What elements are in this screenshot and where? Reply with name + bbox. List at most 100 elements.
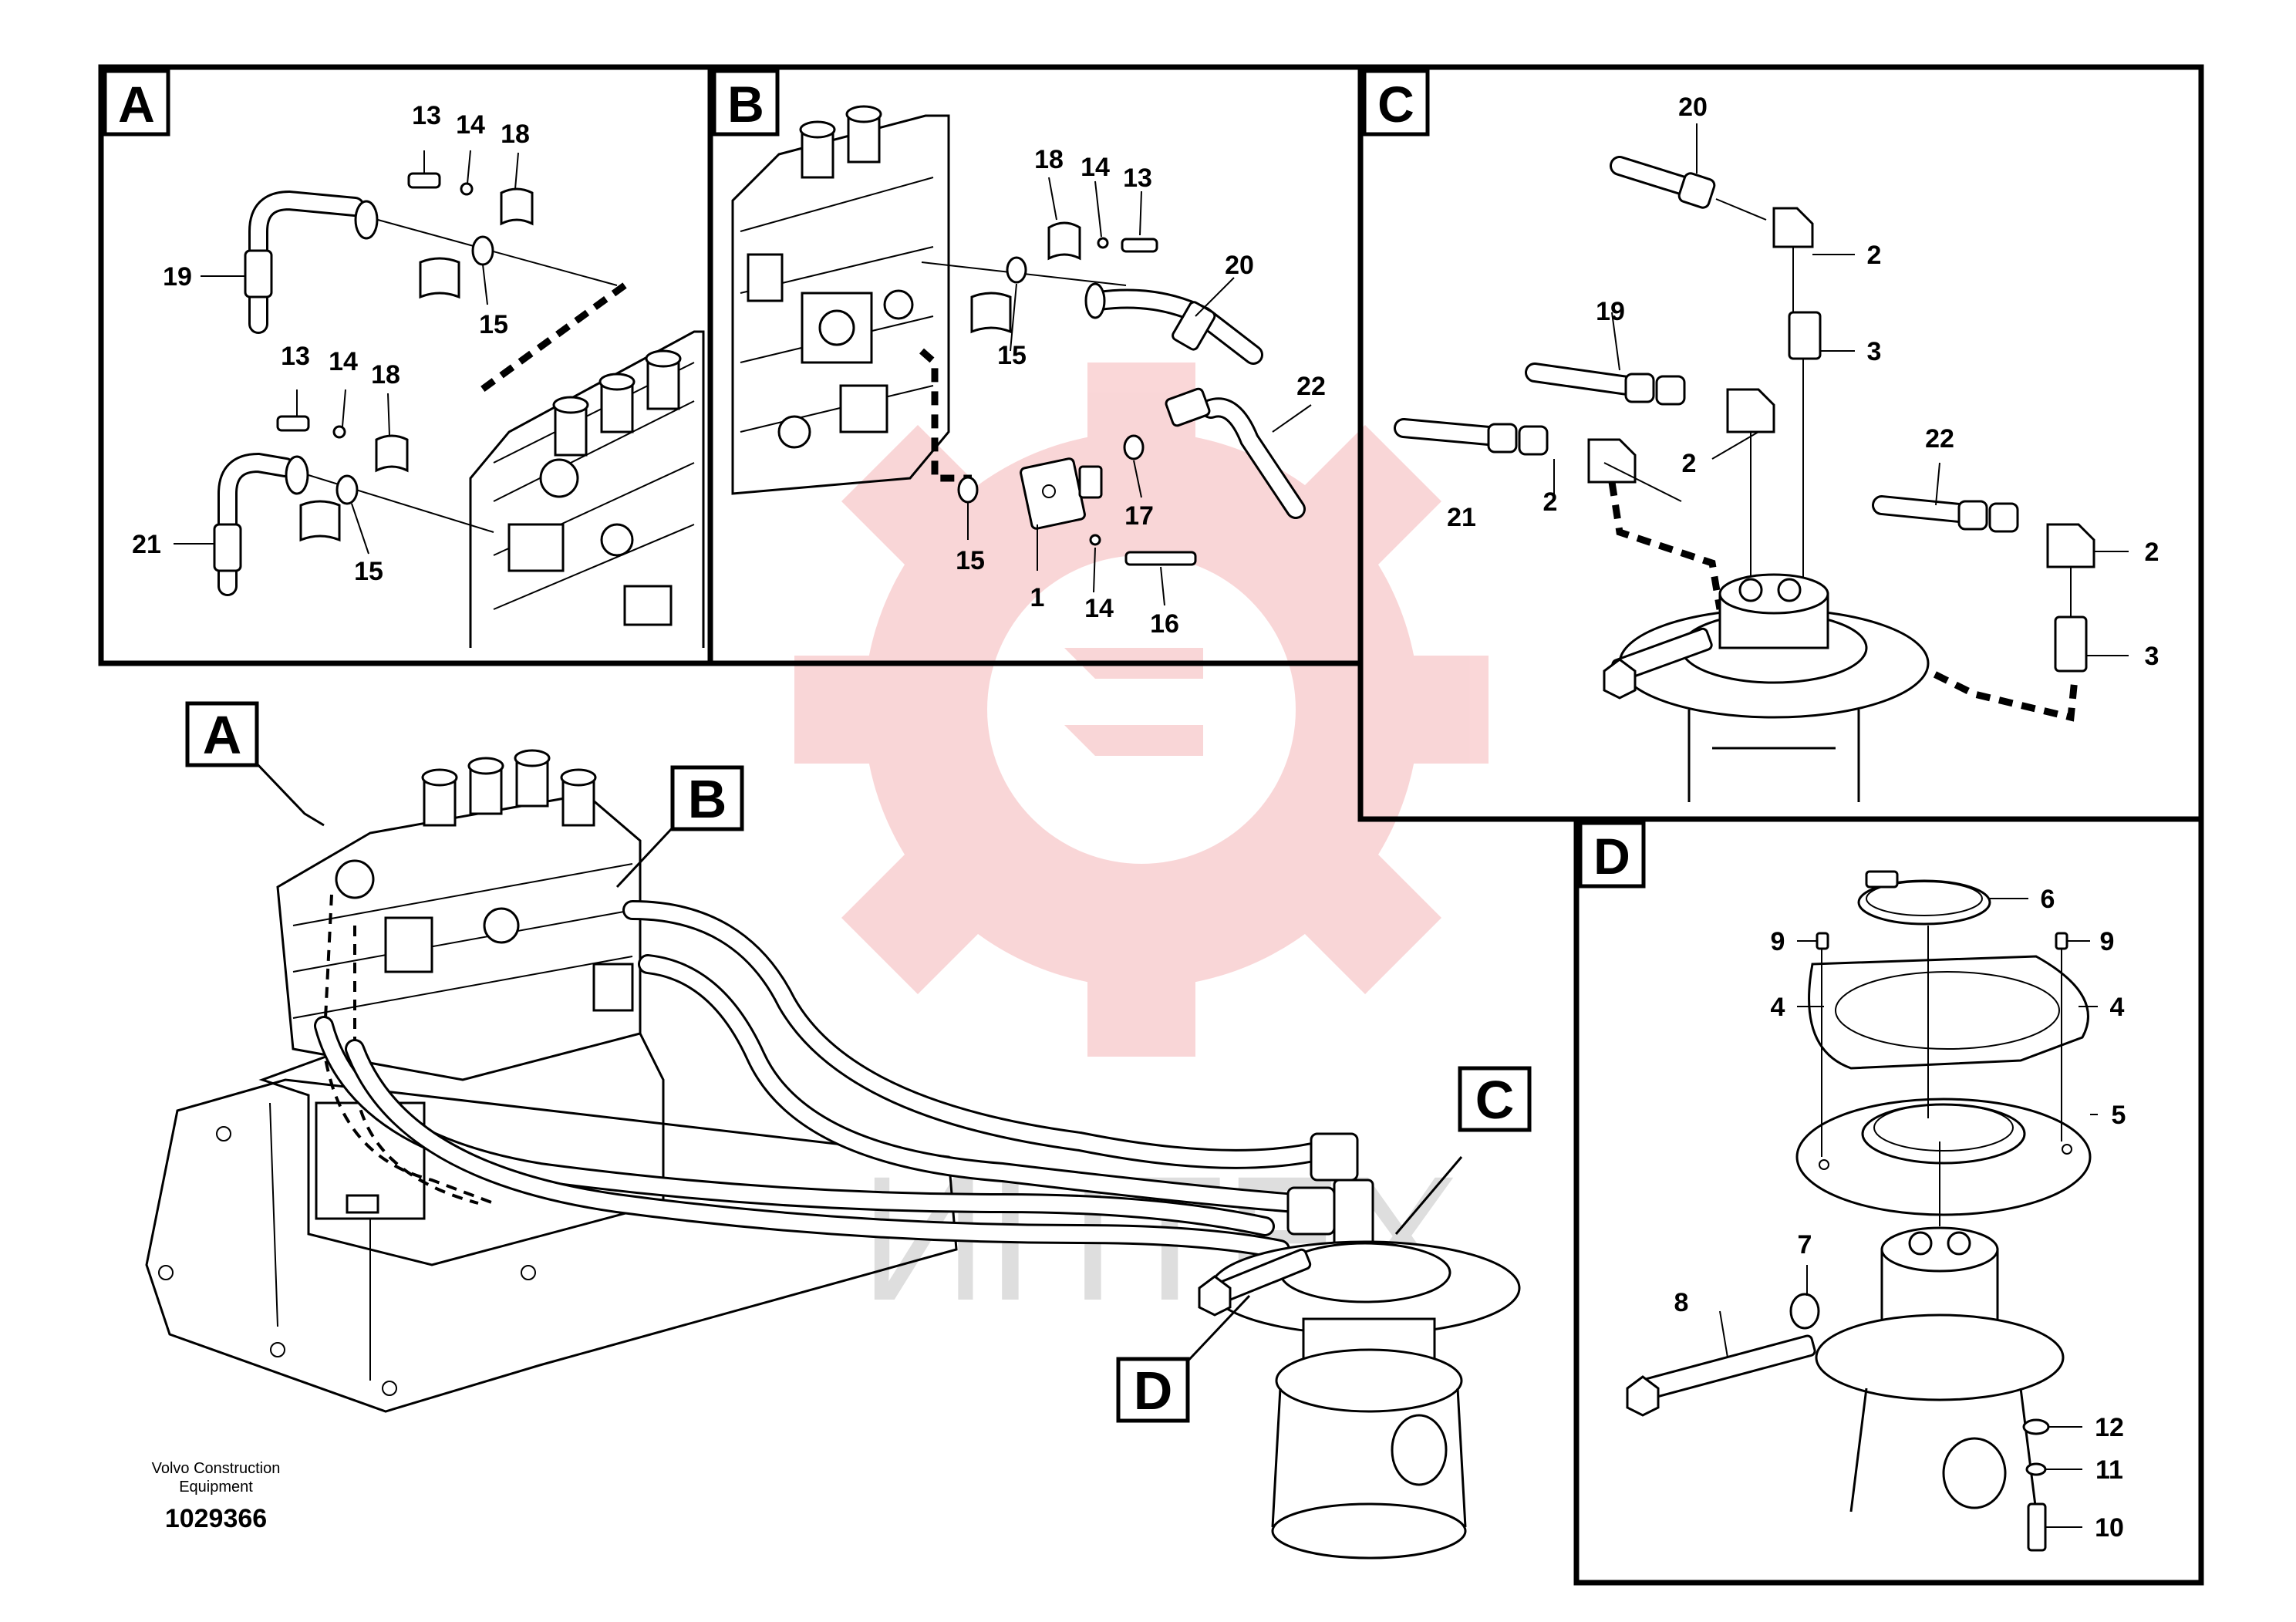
panel-d-label-4-right: 4 xyxy=(2110,993,2125,1022)
callout-b: B xyxy=(615,765,744,889)
panel-b-letter: B xyxy=(727,76,764,133)
panel-d-label-9-right: 9 xyxy=(2100,927,2115,956)
panel-d-label-7: 7 xyxy=(1798,1230,1812,1259)
footer-block: Volvo Construction Equipment 1029366 xyxy=(152,1460,281,1533)
control-valve-block xyxy=(276,749,642,1081)
panel-d-label-4-left: 4 xyxy=(1771,993,1785,1022)
callout-a-letter: A xyxy=(203,705,242,765)
swivel-body-d xyxy=(1815,1226,2065,1512)
panel-a-label-19: 19 xyxy=(163,262,192,292)
callout-c: C xyxy=(1394,1066,1532,1235)
panel-c-label-3-lower: 3 xyxy=(2145,642,2159,671)
callout-a-box xyxy=(185,701,259,767)
callout-b-letter: B xyxy=(688,769,727,829)
panel-d-tag xyxy=(1578,821,1646,889)
panel-c-label-2-top: 2 xyxy=(1867,241,1882,270)
hose-19-c xyxy=(1525,363,1775,433)
panel-d-drawing: 6 9 9 4 4 5 7 8 12 11 10 xyxy=(1626,870,2126,1552)
panel-a-frame xyxy=(98,64,713,666)
panel-d-label-10: 10 xyxy=(2095,1513,2124,1543)
panel-c-letter: C xyxy=(1377,76,1414,133)
callout-d: D xyxy=(1116,1294,1251,1423)
callout-a: A xyxy=(185,701,325,827)
panel-a-label-14: 14 xyxy=(456,110,485,140)
panel-c-label-2-mid: 2 xyxy=(1682,449,1697,478)
panel-c-label-20: 20 xyxy=(1678,93,1708,122)
panel-b-label-17: 17 xyxy=(1124,501,1154,531)
callout-d-letter: D xyxy=(1134,1361,1173,1421)
panel-a-letter: A xyxy=(118,76,155,133)
panel-a-drawing: 13 14 18 19 15 13 14 18 21 15 xyxy=(132,101,705,648)
panel-a-label-21: 21 xyxy=(132,530,161,559)
panel-a-label-13-lower: 13 xyxy=(281,342,310,371)
hose-21-c xyxy=(1394,418,1637,484)
hose-20-c xyxy=(1610,156,1814,248)
plate-4 xyxy=(1808,955,2089,1070)
main-hoses xyxy=(314,900,1337,1259)
panel-b-label-13: 13 xyxy=(1123,164,1152,193)
panel-b-label-22: 22 xyxy=(1296,372,1326,401)
main-assembly xyxy=(145,749,1521,1560)
panel-a-tag xyxy=(103,69,170,137)
valve-stack-sketch xyxy=(731,105,950,495)
adapter-3-lower xyxy=(2054,615,2088,673)
adapter-3-upper xyxy=(1788,311,1822,360)
bolt-8 xyxy=(1639,1334,1816,1401)
panel-d: D xyxy=(1573,816,2204,1586)
panel-c-label-3-upper: 3 xyxy=(1867,337,1882,366)
panel-a-label-18: 18 xyxy=(501,120,530,149)
callout-b-box xyxy=(670,765,744,831)
panel-c-label-2-left: 2 xyxy=(1543,487,1558,517)
dashed-routing-line-b xyxy=(919,348,972,482)
hose-19 xyxy=(244,190,618,334)
panel-a-label-14-lower: 14 xyxy=(329,347,358,376)
panel-c-tag xyxy=(1362,69,1430,137)
panel-b-label-14: 14 xyxy=(1081,153,1110,182)
hose-22-c xyxy=(1872,495,2095,568)
panel-c-label-19: 19 xyxy=(1596,297,1625,326)
panel-c-label-21: 21 xyxy=(1447,503,1476,532)
panel-b-label-20: 20 xyxy=(1225,251,1254,280)
panel-d-label-6: 6 xyxy=(2041,885,2055,914)
panel-b-label-15-upper: 15 xyxy=(997,341,1027,370)
panel-c-label-22: 22 xyxy=(1925,424,1954,454)
hose-20 xyxy=(1084,282,1263,365)
panel-d-label-5: 5 xyxy=(2112,1101,2126,1130)
manufacturer-line-2: Equipment xyxy=(179,1479,253,1496)
callout-c-box xyxy=(1458,1066,1532,1132)
panel-b-label-15-lower: 15 xyxy=(956,546,985,575)
panel-a: A xyxy=(98,64,713,666)
panel-b-tag xyxy=(712,69,780,137)
panel-a-label-15-upper: 15 xyxy=(479,310,508,339)
panel-d-label-9-left: 9 xyxy=(1771,927,1785,956)
panel-b-drawing: 18 14 13 20 15 22 17 15 1 14 16 xyxy=(731,105,1326,639)
main-swivel-joint xyxy=(1198,1240,1521,1560)
panel-d-label-8: 8 xyxy=(1674,1288,1689,1317)
panel-b-label-14-lower: 14 xyxy=(1084,594,1114,623)
valve-block-sketch xyxy=(469,330,705,648)
swivel-joint-c xyxy=(1603,573,1930,802)
flange-1 xyxy=(1020,434,1145,530)
panel-a-label-15-lower: 15 xyxy=(354,557,383,586)
panel-d-letter: D xyxy=(1593,828,1630,885)
manufacturer-line-1: Volvo Construction xyxy=(152,1460,281,1477)
hose-22-b xyxy=(1165,387,1306,519)
base-plate xyxy=(145,1078,958,1413)
panel-b-label-1: 1 xyxy=(1030,583,1045,612)
watermark-gear-icon xyxy=(794,363,1489,1057)
panel-b-label-18: 18 xyxy=(1034,145,1064,174)
panel-c-drawing: 20 2 19 3 22 21 2 2 2 3 xyxy=(1394,93,2159,802)
panel-d-frame xyxy=(1573,816,2204,1586)
callout-c-letter: C xyxy=(1475,1070,1515,1130)
callout-d-box xyxy=(1116,1357,1190,1423)
watermark xyxy=(794,363,1489,1057)
panel-a-label-18-lower: 18 xyxy=(371,360,400,389)
drawing-number: 1029366 xyxy=(165,1504,267,1533)
panel-c-label-2-right: 2 xyxy=(2145,538,2159,567)
dashed-routing-line-a xyxy=(480,282,627,393)
panel-d-label-12: 12 xyxy=(2095,1413,2124,1442)
panel-b-label-16: 16 xyxy=(1150,609,1179,639)
panel-a-label-13: 13 xyxy=(412,101,441,130)
panel-d-label-11: 11 xyxy=(2095,1455,2123,1485)
